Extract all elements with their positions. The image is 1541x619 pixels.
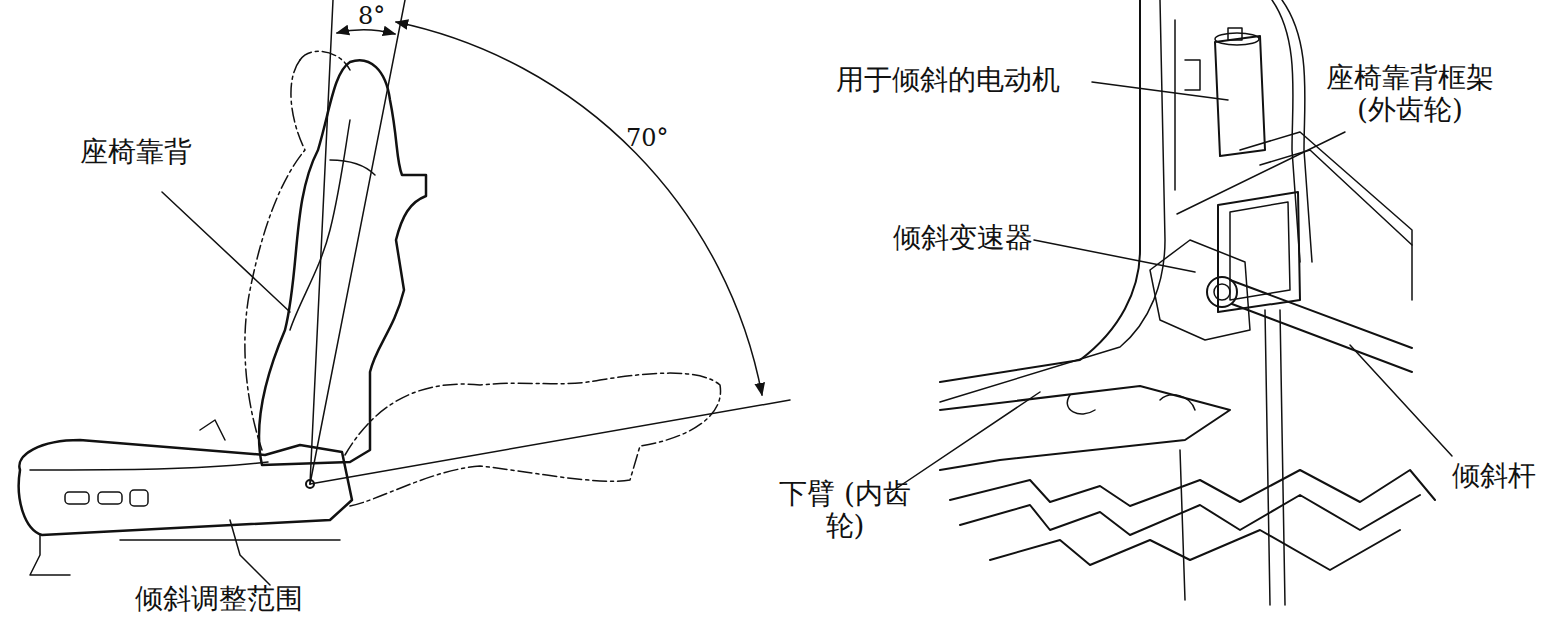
- part-label: 倾斜变速器: [893, 222, 1033, 254]
- angle-value: 70°: [626, 124, 669, 152]
- part-label: 倾斜杆: [1452, 460, 1536, 492]
- part-label: 座椅靠背框架 (外齿轮): [1322, 62, 1498, 126]
- part-label: 座椅靠背: [80, 136, 192, 168]
- angle-value: 8°: [358, 2, 385, 30]
- part-label: 用于倾斜的电动机: [836, 64, 1060, 96]
- caption-label: 倾斜调整范围: [135, 583, 303, 615]
- part-label: 下臂 (内齿轮): [770, 478, 920, 542]
